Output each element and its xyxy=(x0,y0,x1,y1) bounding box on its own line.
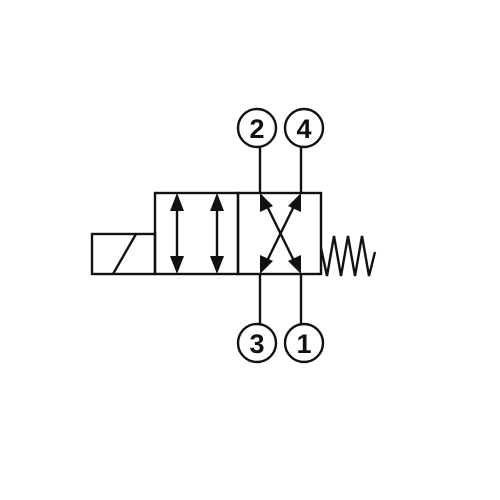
port-label-2: 2 xyxy=(249,114,264,144)
arrow-head-cross-a-top xyxy=(260,193,273,212)
port-label-3: 3 xyxy=(249,329,264,359)
port-marker-3: 3 xyxy=(236,322,278,364)
port-label-1: 1 xyxy=(296,329,311,359)
arrow-head-left-b-up xyxy=(210,193,224,211)
return-spring xyxy=(319,235,377,277)
port-marker-1: 1 xyxy=(283,322,325,364)
solenoid-diagonal xyxy=(111,233,138,275)
arrow-head-cross-b-top xyxy=(288,193,301,212)
port-label-4: 4 xyxy=(296,114,311,144)
valve-envelope-left xyxy=(153,191,240,276)
valve-envelope-right xyxy=(236,191,323,276)
arrow-head-left-b-down xyxy=(210,256,224,274)
port-marker-4: 4 xyxy=(283,107,325,149)
arrow-head-cross-b-bottom xyxy=(260,255,273,274)
arrow-head-left-a-down xyxy=(170,256,184,274)
port-marker-2: 2 xyxy=(236,107,278,149)
arrow-head-cross-a-bottom xyxy=(288,255,301,274)
flow-line-cross-b xyxy=(263,201,298,266)
arrow-head-left-a-up xyxy=(170,193,184,211)
